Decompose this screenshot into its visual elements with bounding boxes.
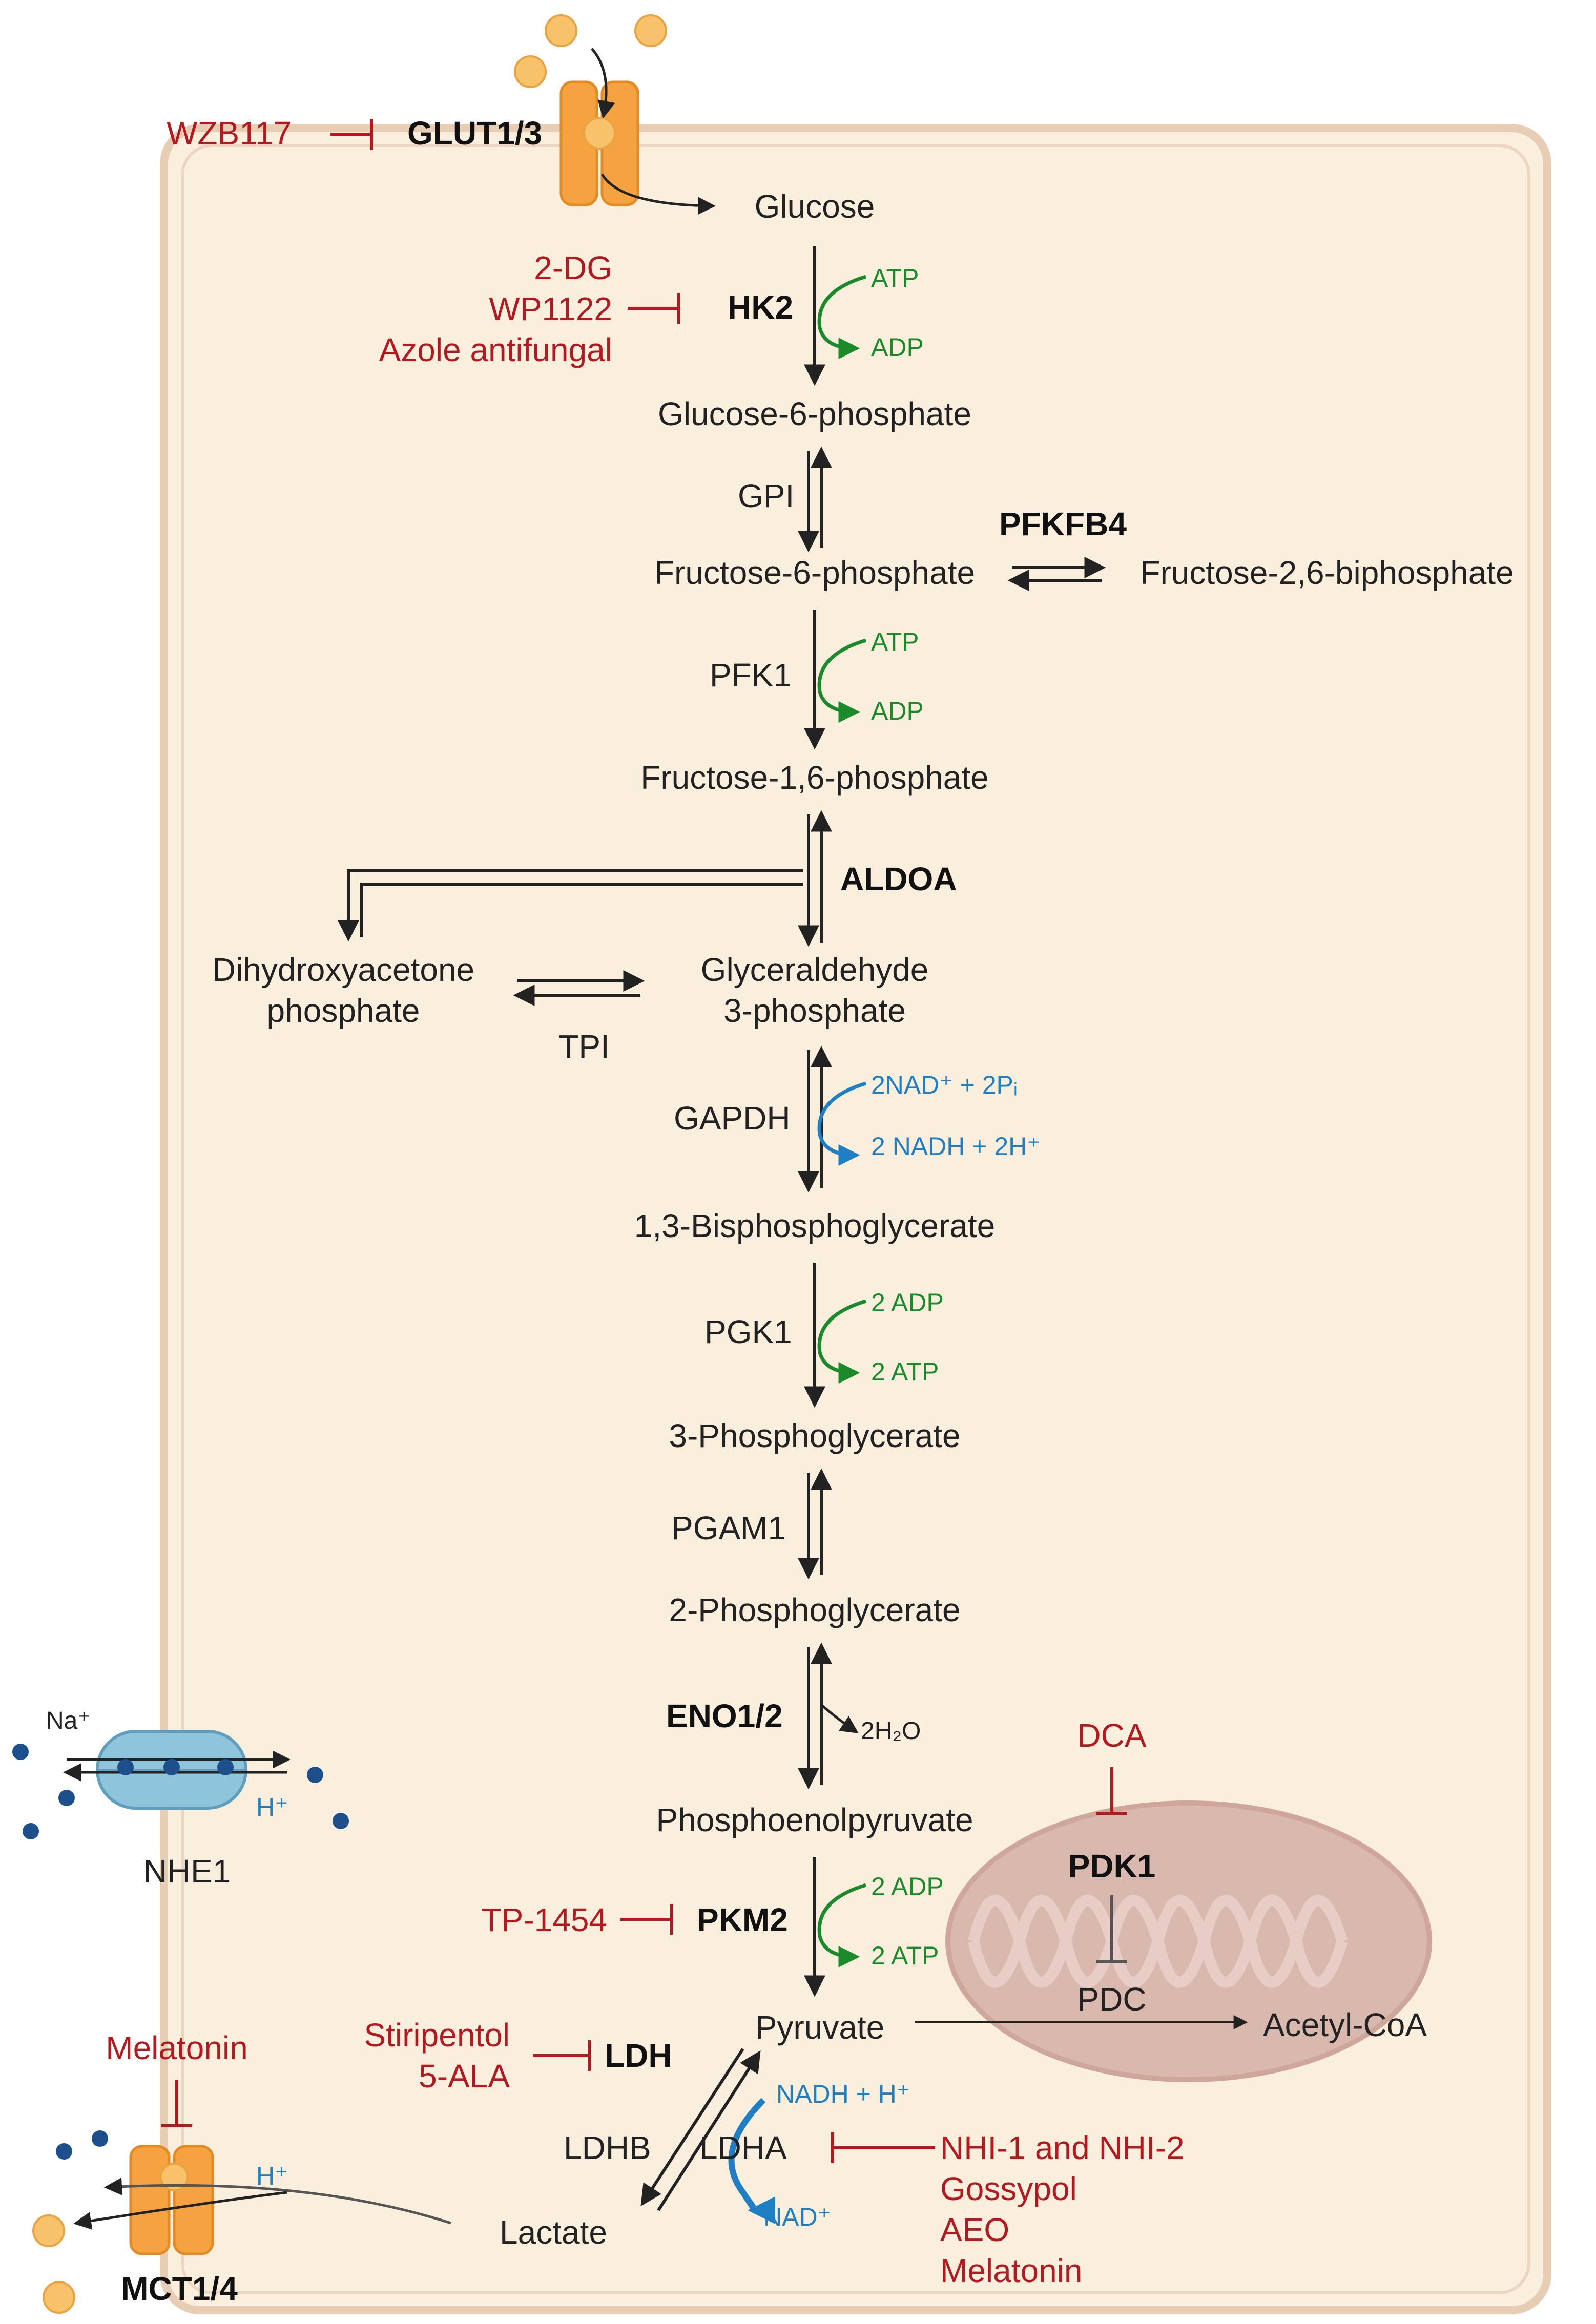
ion-na: Na⁺ — [46, 1707, 91, 1734]
cell-membrane — [160, 124, 1551, 2314]
inhibitor-2-dg: 2-DG — [534, 249, 612, 286]
metabolite-glucose-6-phosphate: Glucose-6-phosphate — [658, 395, 971, 432]
cofactor-hk2-adp: ADP — [871, 333, 924, 362]
inhibitor-melatonin-ldha: Melatonin — [940, 2252, 1083, 2289]
enzyme-ldh: LDH — [605, 2037, 672, 2074]
metabolite-dhap-line2: phosphate — [267, 992, 420, 1029]
inhibitor-aeo: AEO — [940, 2211, 1009, 2248]
metabolite-fructose-6-phosphate: Fructose-6-phosphate — [654, 554, 975, 591]
metabolite-phosphoenolpyruvate: Phosphoenolpyruvate — [656, 1802, 973, 1838]
metabolite-g3p-line1: Glyceraldehyde — [701, 951, 929, 988]
enzyme-pdc: PDC — [1077, 1981, 1146, 2018]
ion-h-mct: H⁺ — [256, 2162, 288, 2190]
mct-transporter-icon — [32, 2130, 451, 2314]
cofactor-pfk1-atp: ATP — [871, 627, 919, 656]
cofactor-eno-water: 2H₂O — [861, 1718, 921, 1745]
inhibitor-gossypol: Gossypol — [940, 2170, 1077, 2207]
inhibitor-melatonin-mct: Melatonin — [106, 2029, 248, 2066]
cofactor-pkm2-adp: 2 ADP — [871, 1872, 944, 1901]
cofactor-ldha-nad: NAD⁺ — [763, 2203, 831, 2231]
metabolite-dhap-line1: Dihydroxyacetone — [212, 951, 474, 988]
metabolite-lactate: Lactate — [500, 2214, 607, 2251]
enzyme-eno1-2: ENO1/2 — [666, 1698, 783, 1734]
cofactor-pkm2-atp: 2 ATP — [871, 1941, 939, 1970]
inhibitor-wzb117: WZB117 — [167, 115, 292, 152]
enzyme-pkm2: PKM2 — [697, 1901, 788, 1938]
inhibitor-5-ala: 5-ALA — [419, 2058, 510, 2095]
cofactor-hk2-atp: ATP — [871, 264, 919, 292]
ion-h-nhe1: H⁺ — [256, 1793, 288, 1821]
enzyme-pfkfb4: PFKFB4 — [999, 506, 1127, 542]
metabolite-fructose-2-6-biphosphate: Fructose-2,6-biphosphate — [1140, 554, 1514, 591]
metabolite-fructose-1-6-phosphate: Fructose-1,6-phosphate — [640, 759, 989, 796]
inhibitor-nhi-1-and-nhi-2: NHI-1 and NHI-2 — [940, 2129, 1185, 2166]
enzyme-glut1-3: GLUT1/3 — [407, 115, 542, 152]
enzyme-ldhb: LDHB — [564, 2129, 651, 2166]
pathway-arrows — [338, 246, 1248, 2211]
enzyme-pdk1: PDK1 — [1068, 1848, 1156, 1885]
cofactor-ldha-nadh: NADH + H⁺ — [776, 2080, 910, 2108]
transporter-mct1-4-label: MCT1/4 — [121, 2270, 238, 2307]
inhibitor-stiripentol: Stiripentol — [364, 2017, 510, 2054]
enzyme-pgk1: PGK1 — [704, 1313, 792, 1350]
cofactor-pgk1-atp: 2 ATP — [871, 1357, 939, 1386]
cofactor-gapdh-nadh: 2 NADH + 2H⁺ — [871, 1132, 1041, 1161]
cofactor-gapdh-nad: 2NAD⁺ + 2Pᵢ — [871, 1071, 1018, 1099]
enzyme-pfk1: PFK1 — [710, 657, 792, 694]
metabolite-1-3-bisphosphoglycerate: 1,3-Bisphosphoglycerate — [634, 1207, 995, 1244]
cofactor-arrows — [728, 275, 867, 2224]
metabolite-3-phosphoglycerate: 3-Phosphoglycerate — [669, 1417, 960, 1454]
enzyme-pgam1: PGAM1 — [671, 1510, 786, 1546]
metabolite-pyruvate: Pyruvate — [755, 2009, 885, 2046]
metabolite-acetyl-coa: Acetyl-CoA — [1263, 2006, 1427, 2043]
pdk1-pdc-inhibition — [1096, 1895, 1127, 1963]
inhibitor-wp1122: WP1122 — [489, 290, 612, 327]
metabolite-g3p-line2: 3-phosphate — [723, 992, 906, 1029]
enzyme-gapdh: GAPDH — [674, 1100, 791, 1137]
enzyme-hk2: HK2 — [728, 289, 793, 326]
enzyme-ldha: LDHA — [699, 2129, 787, 2166]
inhibitor-bars — [161, 119, 1127, 2163]
cofactor-pfk1-adp: ADP — [871, 697, 924, 725]
inhibitor-azole-antifungal: Azole antifungal — [379, 331, 612, 368]
mitochondrion — [945, 1800, 1432, 2082]
enzyme-aldoa: ALDOA — [840, 861, 957, 897]
metabolite-2-phosphoglycerate: 2-Phosphoglycerate — [669, 1592, 960, 1628]
inhibitor-tp-1454: TP-1454 — [482, 1901, 607, 1938]
nhe1-exchanger-icon — [12, 1730, 349, 1839]
cofactor-pgk1-adp: 2 ADP — [871, 1288, 944, 1317]
enzyme-gpi: GPI — [738, 477, 794, 514]
transporter-nhe1-label: NHE1 — [143, 1853, 231, 1890]
inhibitor-dca: DCA — [1077, 1717, 1146, 1754]
glut-transporter-icon — [514, 14, 716, 215]
metabolite-glucose: Glucose — [755, 188, 875, 225]
enzyme-tpi: TPI — [558, 1028, 610, 1065]
